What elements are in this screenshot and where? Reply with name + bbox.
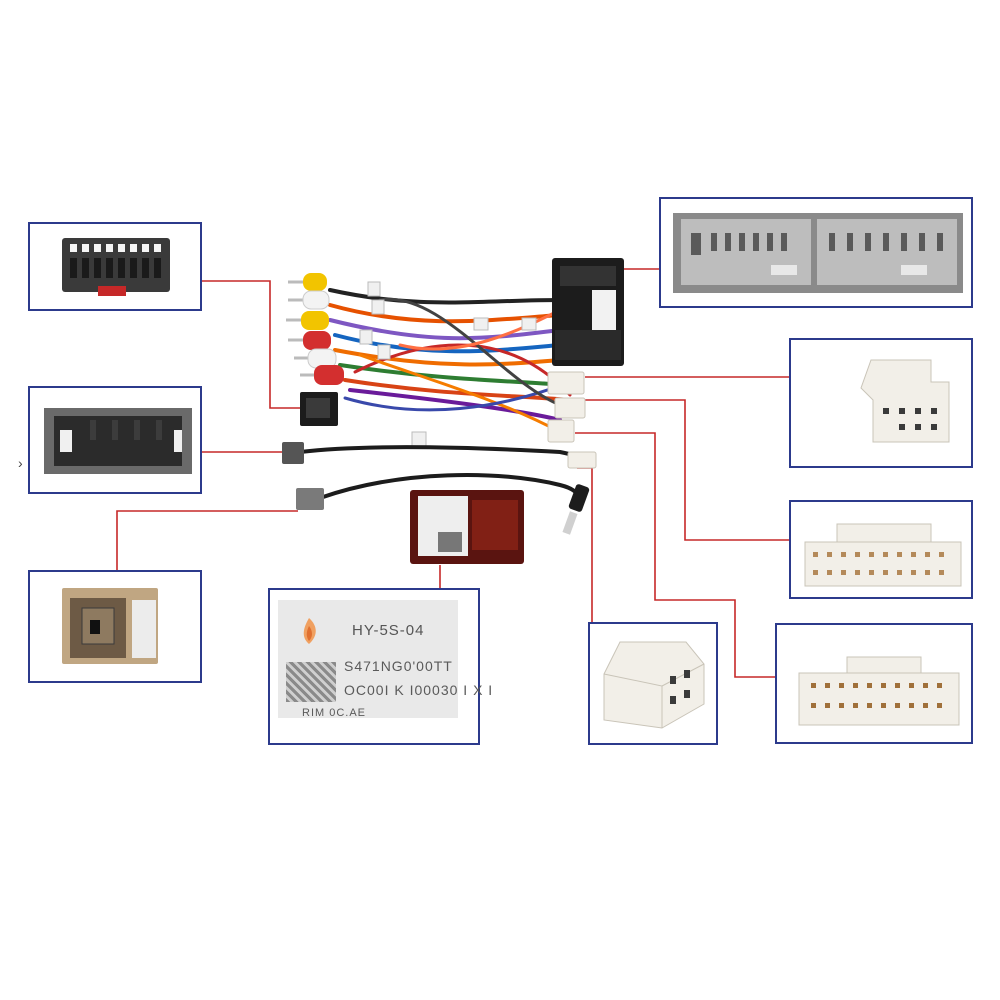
rca-plug-yellow-1 [288,273,327,291]
steering-connector-image [860,359,950,443]
label-line-3: RIM 0C.AE [302,707,367,719]
rca-plugs [286,273,344,385]
panel-decoder-label: HY-5S-04 S471NG0'00TT OC00I K I00030 I X… [268,588,492,745]
leader-bottom-left [116,510,298,570]
panel-vehicle-connector [659,197,973,308]
rca-plug-red-1 [288,331,331,350]
leader-right-3 [575,432,775,678]
panel-radio-connector-16pin [28,222,202,311]
wire-bundle [328,288,577,434]
panel-cube-connector [588,622,718,745]
leader-right-2 [585,399,789,541]
panel-wide-connector-b [775,623,973,744]
bundle-white-connectors [547,371,586,443]
canbus-decoder-box [410,490,524,564]
decoder-label-sticker: HY-5S-04 S471NG0'00TT OC00I K I00030 I X… [278,600,492,719]
qr-code [286,662,336,702]
flame-logo-icon [303,618,316,644]
leader-top-left [202,280,305,409]
mid-cable [282,442,597,469]
cube-connector-image [603,641,705,729]
rca-plug-red-2 [300,365,344,385]
wide-connector-b-image [798,656,960,726]
label-line-1: S471NG0'00TT [344,658,453,674]
radio-16pin-connector-image [62,238,170,296]
vehicle-connector-image [673,213,963,293]
wire-tags [359,281,537,449]
panel-steering-connector [789,338,973,468]
rca-plug-white-1 [288,290,330,310]
left-black-connector [300,392,338,426]
rca-plug-yellow-2 [286,311,329,330]
main-quadlock-connector [552,258,624,366]
aux-cable [296,473,590,535]
label-line-2: OC00I K I00030 I X I [344,682,494,698]
small-connector-image [62,588,158,664]
panel-small-connector [28,570,202,683]
panel-antenna-connector [28,386,202,494]
wide-connector-a-image [804,523,962,587]
decoder-model: HY-5S-04 [352,622,425,639]
grey-connector-image [44,408,192,474]
chevron-right-icon[interactable]: › [18,455,23,471]
panel-wide-connector-a [789,500,973,599]
